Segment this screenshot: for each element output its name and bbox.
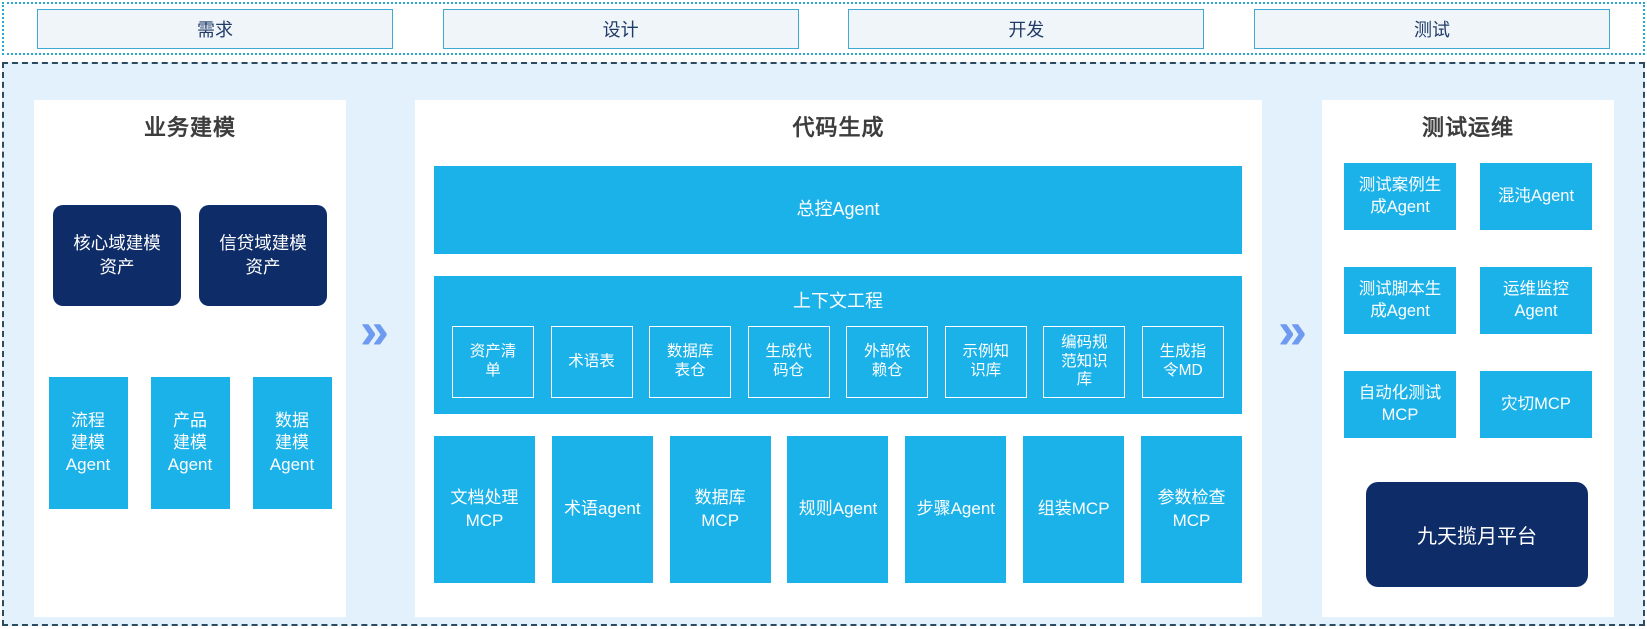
context-item-db-table-repo: 数据库 表仓 bbox=[649, 326, 732, 398]
flow-arrow-mid-to-right-icon: » bbox=[1278, 302, 1307, 360]
context-engineering-title: 上下文工程 bbox=[793, 291, 883, 311]
stage-development: 开发 bbox=[848, 8, 1205, 49]
context-engineering-block: 上下文工程 资产清 单 术语表 数据库 表仓 生成代 码仓 外部依 赖仓 示例知… bbox=[434, 276, 1242, 414]
context-item-generated-code-repo: 生成代 码仓 bbox=[747, 326, 830, 398]
test-ops-grid: 测试案例生 成Agent 混沌Agent 测试脚本生 成Agent 运维监控 A… bbox=[1344, 163, 1592, 438]
tool-steps-agent: 步骤Agent bbox=[905, 436, 1007, 583]
tool-param-check-mcp: 参数检查 MCP bbox=[1140, 436, 1242, 583]
business-modeling-assets-row: 核心域建模 资产 信贷域建模 资产 bbox=[34, 205, 346, 306]
panel-test-ops: 测试运维 测试案例生 成Agent 混沌Agent 测试脚本生 成Agent 运… bbox=[1322, 100, 1614, 617]
flow-arrow-left-to-mid-icon: » bbox=[360, 302, 389, 360]
tool-assembly-mcp: 组装MCP bbox=[1023, 436, 1125, 583]
context-item-glossary: 术语表 bbox=[550, 326, 633, 398]
panel-code-generation: 代码生成 总控Agent 上下文工程 资产清 单 术语表 数据库 表仓 生成代 … bbox=[415, 100, 1262, 617]
stage-design: 设计 bbox=[442, 8, 799, 49]
context-item-asset-list: 资产清 单 bbox=[452, 326, 534, 398]
stage-testing: 测试 bbox=[1253, 8, 1610, 49]
context-item-coding-standards-kb: 编码规 范知识 库 bbox=[1043, 326, 1126, 398]
asset-box-core-domain-modeling: 核心域建模 资产 bbox=[53, 205, 181, 306]
master-agent-bar: 总控Agent bbox=[434, 166, 1242, 254]
tool-rules-agent: 规则Agent bbox=[787, 436, 889, 583]
panel-title-business-modeling: 业务建模 bbox=[143, 115, 236, 140]
context-item-generation-instruction-md: 生成指 令MD bbox=[1141, 326, 1224, 398]
tool-glossary-agent: 术语agent bbox=[551, 436, 653, 583]
pipeline-stages-band: 需求 设计 开发 测试 bbox=[2, 2, 1645, 55]
tool-database-mcp: 数据库 MCP bbox=[669, 436, 771, 583]
context-item-external-deps-repo: 外部依 赖仓 bbox=[846, 326, 929, 398]
business-modeling-agents-row: 流程 建模 Agent 产品 建模 Agent 数据 建模 Agent bbox=[34, 377, 346, 509]
platform-box-jiutian-lanyue: 九天揽月平台 bbox=[1366, 482, 1588, 587]
stage-requirements: 需求 bbox=[37, 8, 393, 49]
panel-business-modeling: 业务建模 核心域建模 资产 信贷域建模 资产 流程 建模 Agent 产品 建模… bbox=[34, 100, 346, 617]
asset-box-credit-domain-modeling: 信贷域建模 资产 bbox=[199, 205, 327, 306]
testops-disaster-switch-mcp: 灾切MCP bbox=[1480, 371, 1592, 438]
main-container: 业务建模 核心域建模 资产 信贷域建模 资产 流程 建模 Agent 产品 建模… bbox=[2, 62, 1645, 626]
agent-box-process-modeling: 流程 建模 Agent bbox=[48, 377, 128, 509]
agent-box-product-modeling: 产品 建模 Agent bbox=[150, 377, 230, 509]
context-item-example-knowledge-base: 示例知 识库 bbox=[944, 326, 1027, 398]
panel-title-test-ops: 测试运维 bbox=[1421, 115, 1514, 140]
testops-test-case-gen-agent: 测试案例生 成Agent bbox=[1344, 163, 1456, 230]
testops-automation-test-mcp: 自动化测试 MCP bbox=[1344, 371, 1456, 438]
testops-test-script-gen-agent: 测试脚本生 成Agent bbox=[1344, 267, 1456, 334]
panel-title-code-generation: 代码生成 bbox=[792, 115, 885, 140]
agent-box-data-modeling: 数据 建模 Agent bbox=[252, 377, 332, 509]
code-generation-tools-row: 文档处理 MCP 术语agent 数据库 MCP 规则Agent 步骤Agent… bbox=[434, 436, 1242, 583]
tool-doc-processing-mcp: 文档处理 MCP bbox=[434, 436, 535, 583]
context-engineering-items-row: 资产清 单 术语表 数据库 表仓 生成代 码仓 外部依 赖仓 示例知 识库 编码… bbox=[452, 326, 1224, 398]
testops-chaos-agent: 混沌Agent bbox=[1480, 163, 1592, 230]
testops-ops-monitoring-agent: 运维监控 Agent bbox=[1480, 267, 1592, 334]
